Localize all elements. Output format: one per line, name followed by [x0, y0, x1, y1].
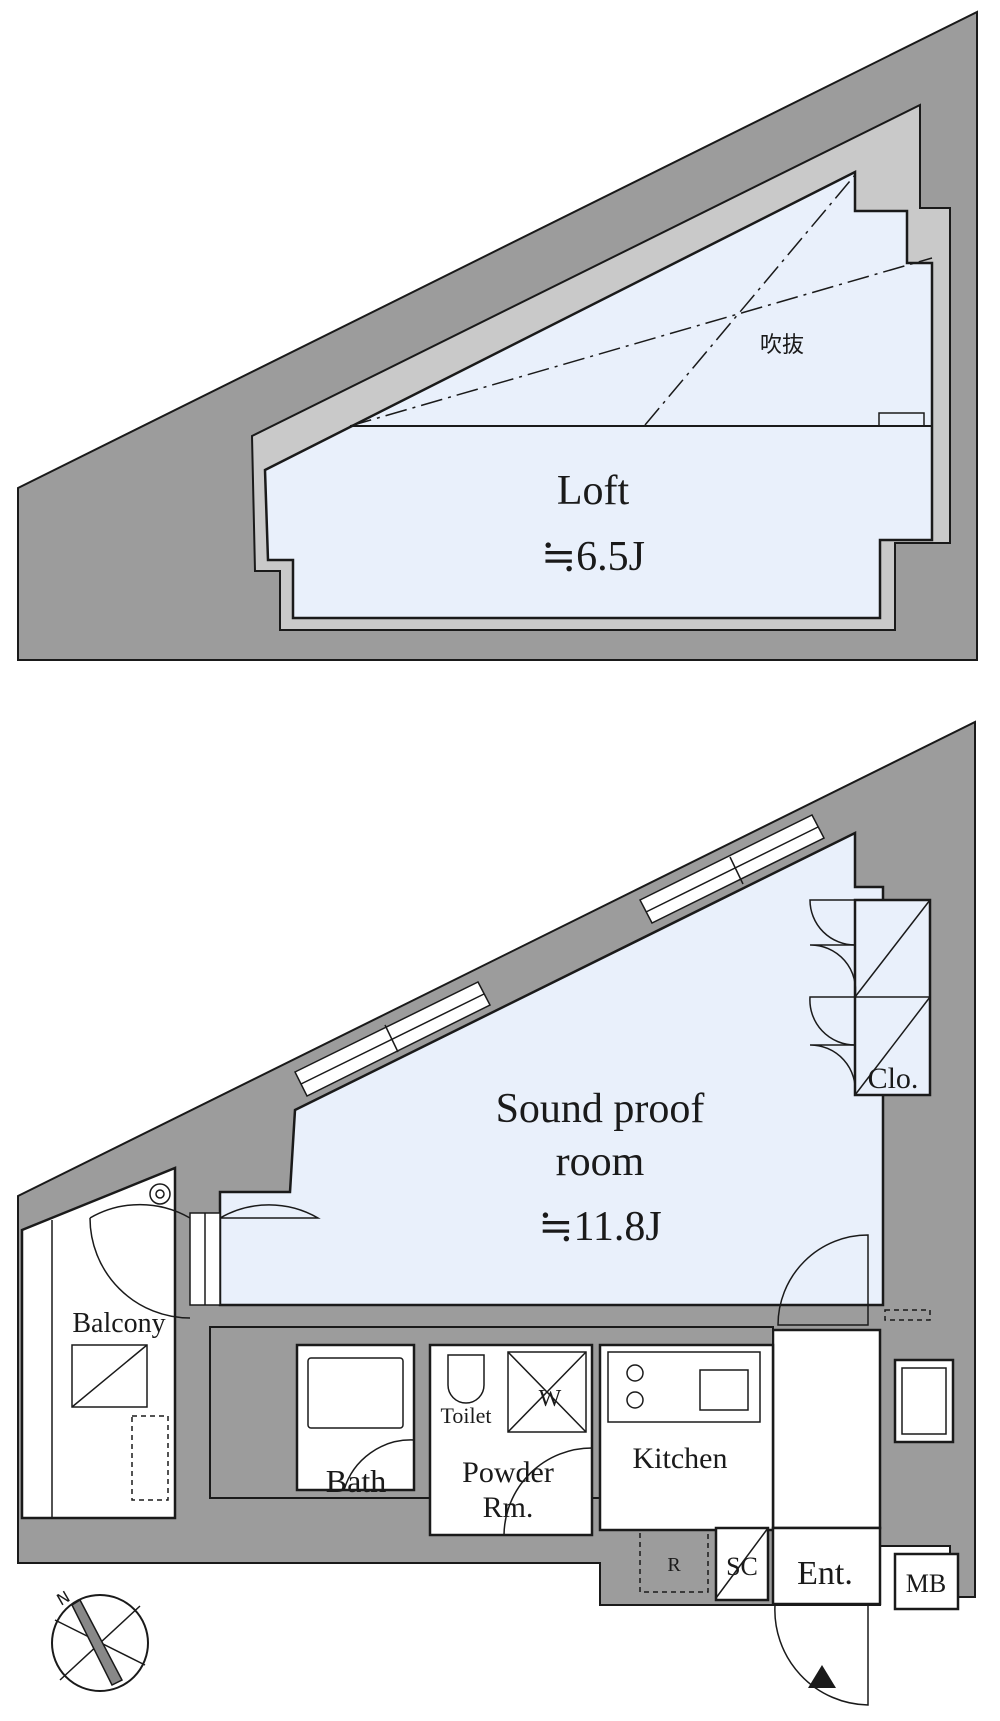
room-door[interactable]: [777, 1234, 869, 1326]
powder-label-line2: Rm.: [483, 1491, 534, 1524]
powder-room[interactable]: Toilet W Powder Rm.: [428, 1343, 594, 1537]
kitchen-label: Kitchen: [633, 1442, 728, 1475]
loft-name: Loft: [557, 468, 630, 514]
loft-ladder-opening: [878, 412, 925, 427]
compass-needle-icon: [71, 1598, 124, 1687]
utility-box: [893, 1358, 955, 1444]
shoe-closet-label: SC: [726, 1552, 758, 1581]
aircon-unit: [71, 1344, 148, 1408]
compass: N: [51, 1587, 149, 1692]
utility-box-inner: [901, 1367, 947, 1435]
closet-label: Clo.: [868, 1062, 919, 1095]
entrance-label: Ent.: [797, 1555, 853, 1592]
room-name-line2: room: [556, 1139, 645, 1185]
aircon-diag: [71, 1344, 148, 1408]
balcony-storage: [131, 1415, 169, 1501]
void-line-2: [644, 174, 856, 426]
room-vent: [884, 1309, 931, 1321]
entry-hall[interactable]: [771, 1328, 882, 1530]
stove-burner-1: [626, 1364, 644, 1382]
entrance-door[interactable]: [774, 1604, 869, 1706]
void-line-1: [349, 257, 933, 427]
bath-label: Bath: [326, 1463, 386, 1499]
main-plan: Balcony Clo. Sound proof room: [17, 720, 976, 1706]
meter-box[interactable]: MB: [893, 1552, 960, 1611]
shoe-closet[interactable]: SC: [714, 1526, 770, 1602]
room-name-line1: Sound proof: [496, 1086, 705, 1132]
refrigerator-space[interactable]: [639, 1529, 709, 1593]
void-label: 吹抜: [760, 333, 804, 358]
refrigerator-label: R: [667, 1554, 681, 1576]
toilet-label: Toilet: [440, 1403, 491, 1428]
stove-burner-2: [626, 1391, 644, 1409]
drain-icon: [149, 1183, 171, 1205]
sink: [699, 1369, 749, 1411]
powder-label-line1: Powder: [462, 1456, 554, 1489]
loft-room: [263, 169, 934, 620]
washer-label: W: [539, 1386, 562, 1412]
drain-icon-inner: [155, 1189, 165, 1199]
compass-ring: [51, 1594, 149, 1692]
loft-area: ≒6.5J: [541, 534, 645, 580]
window-left[interactable]: [293, 981, 492, 1098]
meter-box-label: MB: [906, 1569, 946, 1598]
bath[interactable]: Bath: [295, 1343, 416, 1499]
balcony[interactable]: [20, 1166, 177, 1520]
entrance-arrow-icon: [808, 1665, 836, 1688]
balcony-label: Balcony: [72, 1308, 165, 1339]
balcony-door[interactable]: [89, 1203, 321, 1319]
closet[interactable]: Clo.: [809, 898, 932, 1097]
kitchen[interactable]: Kitchen: [598, 1343, 775, 1532]
loft-plan: 吹抜 Loft ≒6.5J: [17, 10, 978, 661]
room-area: ≒11.8J: [538, 1204, 661, 1250]
entrance[interactable]: Ent.: [771, 1526, 882, 1606]
sound-proof-room[interactable]: [218, 830, 885, 1307]
window-right[interactable]: [638, 814, 826, 924]
